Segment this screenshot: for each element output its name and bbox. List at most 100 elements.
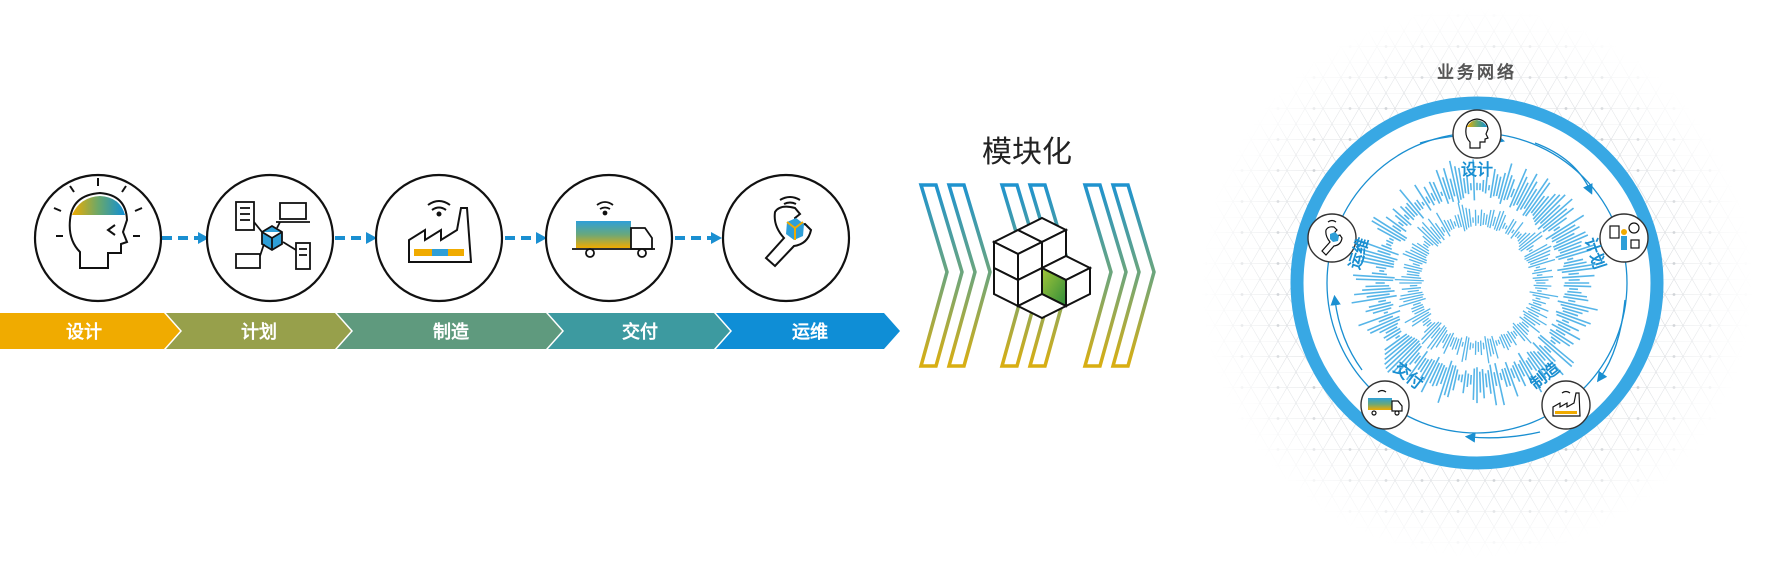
band-segment-design <box>0 313 180 349</box>
waveform-bar <box>1412 311 1430 323</box>
waveform-bar <box>1520 235 1543 252</box>
waveform-bar <box>1557 300 1598 311</box>
waveform-bar <box>1392 208 1412 226</box>
waveform-bar <box>1539 204 1561 225</box>
waveform-bar <box>1439 367 1448 385</box>
waveform-bar <box>1481 179 1485 192</box>
waveform-bar <box>1383 327 1401 339</box>
waveform-bar <box>1551 323 1581 341</box>
waveform-bar <box>1486 338 1492 357</box>
waveform-bar <box>1562 274 1595 279</box>
waveform-bar <box>1537 336 1573 368</box>
waveform-bar <box>1358 247 1398 261</box>
waveform-bar <box>1510 222 1524 239</box>
waveform-bar <box>1499 163 1513 205</box>
waveform-bar <box>1561 267 1594 274</box>
waveform-bar <box>1421 322 1442 345</box>
waveform-bar <box>1512 330 1518 337</box>
waveform-bar <box>1426 321 1432 327</box>
step-label-deliver: 交付 <box>622 321 658 343</box>
waveform-bar <box>1495 210 1505 232</box>
waveform-bar <box>1527 310 1539 318</box>
waveform-bar <box>1401 276 1422 279</box>
waveform-bar <box>1510 368 1516 379</box>
waveform-bar <box>1422 235 1434 246</box>
waveform-bar <box>1558 240 1582 252</box>
waveform-bar <box>1501 222 1506 229</box>
waveform-bar <box>1511 364 1521 382</box>
waveform-bar <box>1461 336 1468 362</box>
waveform-bar <box>1395 334 1401 340</box>
waveform-bar <box>1377 227 1402 242</box>
waveform-bar <box>1561 319 1570 324</box>
waveform-bar <box>1524 243 1548 258</box>
waveform-bar <box>1532 301 1542 307</box>
waveform-bar <box>1449 178 1456 197</box>
waveform-bar <box>1394 214 1408 227</box>
waveform-bar <box>1417 226 1439 247</box>
waveform-bar <box>1457 374 1461 381</box>
wrench-maintenance-icon <box>1321 219 1343 256</box>
step-label-manufacture: 制造 <box>433 321 469 343</box>
waveform-bar <box>1394 278 1424 282</box>
waveform-bar <box>1421 201 1425 206</box>
waveform-bar <box>1532 342 1564 376</box>
waveform-bar <box>1385 242 1392 247</box>
waveform-bar <box>1492 216 1497 227</box>
waveform-bar <box>1365 284 1390 288</box>
waveform-bar <box>1513 361 1527 387</box>
waveform-bar <box>1457 202 1466 232</box>
waveform-bar <box>1408 258 1423 265</box>
waveform-bar <box>1516 233 1522 239</box>
waveform-bar <box>1489 338 1495 355</box>
waveform-bar <box>1416 242 1430 252</box>
waveform-bar <box>1545 214 1585 240</box>
waveform-bar <box>1361 240 1399 256</box>
waveform-bar <box>1406 350 1429 381</box>
band-segment-plan <box>166 313 351 349</box>
waveform-bar <box>1527 253 1551 264</box>
waveform-bar <box>1460 374 1464 383</box>
ring-node-plan <box>1599 213 1649 263</box>
waveform-bar <box>1526 351 1547 379</box>
waveform-bar <box>1559 244 1582 254</box>
waveform-bar <box>1372 307 1392 315</box>
waveform-bar <box>1489 364 1498 406</box>
waveform-bar <box>1555 329 1566 336</box>
waveform-bar <box>1368 301 1392 308</box>
waveform-bar <box>1523 313 1541 326</box>
waveform-bar <box>1362 287 1391 292</box>
waveform-bar <box>1564 293 1588 298</box>
waveform-bar <box>1522 310 1547 326</box>
waveform-bar <box>1518 359 1532 381</box>
waveform-bar <box>1537 198 1573 230</box>
waveform-bar <box>1486 209 1492 228</box>
waveform-bar <box>1411 303 1424 310</box>
waveform-bar <box>1377 249 1391 256</box>
waveform-bar <box>1414 308 1425 315</box>
waveform-bar <box>1425 196 1431 204</box>
waveform-bar <box>1484 373 1488 388</box>
waveform-bar <box>1528 302 1549 312</box>
waveform-bar <box>1512 322 1532 344</box>
waveform-bar <box>1353 274 1395 279</box>
waveform-bar <box>1532 350 1548 369</box>
waveform-bar <box>1489 168 1496 198</box>
waveform-bar <box>1421 221 1442 244</box>
waveform-bar <box>1555 244 1595 259</box>
waveform-bar <box>1503 174 1513 201</box>
waveform-bar <box>1416 199 1424 210</box>
waveform-bar <box>1385 330 1402 342</box>
waveform-bar <box>1555 310 1591 325</box>
waveform-bar <box>1411 243 1430 255</box>
waveform-bar <box>1401 287 1422 290</box>
waveform-bar <box>1539 334 1575 364</box>
waveform-bar <box>1454 338 1460 350</box>
business-network: 业务网络 <box>1200 8 1755 563</box>
waveform-bar <box>1398 221 1404 227</box>
network-title: 业务网络 <box>1437 62 1517 83</box>
waveform-bar <box>1392 342 1421 374</box>
waveform-bar <box>1453 166 1462 200</box>
waveform-bar <box>1402 253 1427 264</box>
waveform-bar <box>1373 216 1408 240</box>
